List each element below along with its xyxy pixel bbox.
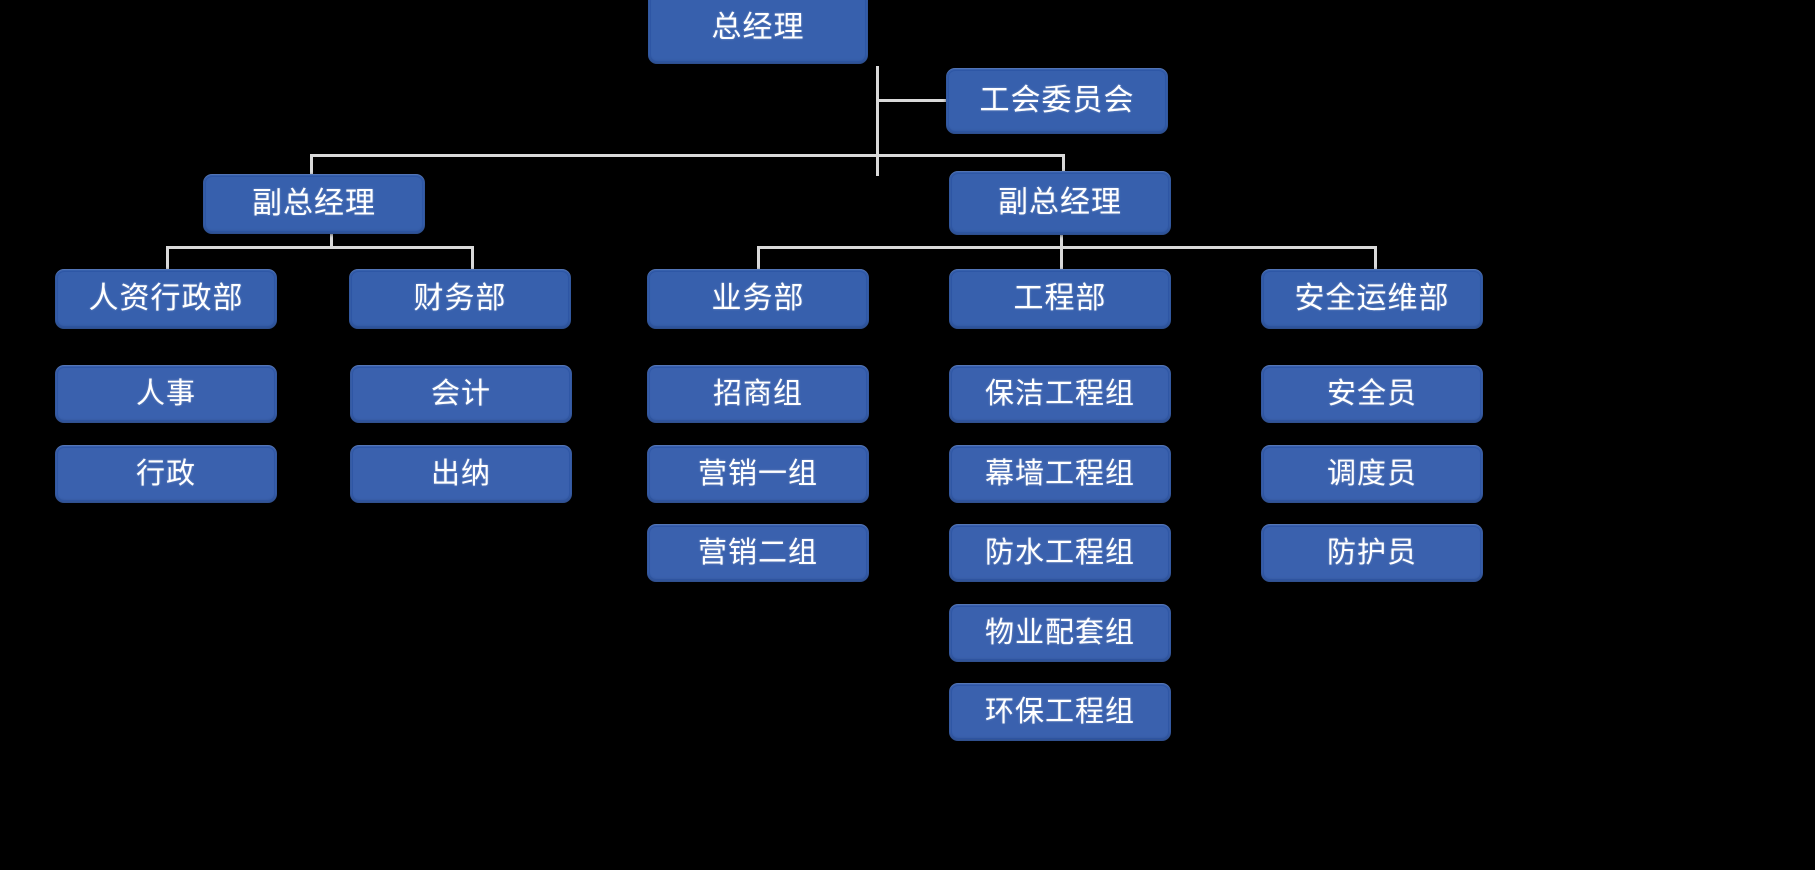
node-team-protection-officer[interactable]: 防护员 xyxy=(1261,524,1483,582)
node-vice-gm-left[interactable]: 副总经理 xyxy=(203,174,425,234)
node-team-cleaning[interactable]: 保洁工程组 xyxy=(949,365,1171,423)
connector-vp-left-down xyxy=(330,232,333,248)
node-team-personnel[interactable]: 人事 xyxy=(55,365,277,423)
node-label: 防水工程组 xyxy=(984,536,1135,569)
node-label: 总经理 xyxy=(711,11,805,44)
node-label: 财务部 xyxy=(413,282,507,315)
connector-gm-stem xyxy=(876,66,879,176)
node-team-property-support[interactable]: 物业配套组 xyxy=(949,604,1171,662)
node-team-environmental[interactable]: 环保工程组 xyxy=(949,683,1171,741)
node-team-accounting[interactable]: 会计 xyxy=(350,365,572,423)
connector-dept-bus-right xyxy=(757,246,1377,249)
node-label: 保洁工程组 xyxy=(984,377,1135,410)
node-label: 会计 xyxy=(430,377,491,410)
node-label: 安全员 xyxy=(1326,377,1417,410)
connector-drop-vp-right xyxy=(1062,154,1065,176)
connector-dept-bus-left xyxy=(166,246,474,249)
node-label: 营销一组 xyxy=(697,457,818,490)
node-label: 安全运维部 xyxy=(1294,282,1450,315)
node-department-business[interactable]: 业务部 xyxy=(647,269,869,329)
node-label: 工程部 xyxy=(1013,282,1107,315)
node-label: 招商组 xyxy=(712,377,803,410)
node-department-engineering[interactable]: 工程部 xyxy=(949,269,1171,329)
node-department-finance[interactable]: 财务部 xyxy=(349,269,571,329)
connector-drop-hr xyxy=(166,246,169,270)
node-label: 幕墙工程组 xyxy=(984,457,1135,490)
node-team-curtain-wall[interactable]: 幕墙工程组 xyxy=(949,445,1171,503)
node-label: 物业配套组 xyxy=(984,616,1135,649)
node-label: 防护员 xyxy=(1326,536,1417,569)
node-label: 出纳 xyxy=(430,457,491,490)
connector-drop-eng xyxy=(1060,246,1063,270)
node-label: 业务部 xyxy=(711,282,805,315)
node-label: 人资行政部 xyxy=(88,282,244,315)
node-team-dispatcher[interactable]: 调度员 xyxy=(1261,445,1483,503)
node-team-administration[interactable]: 行政 xyxy=(55,445,277,503)
node-union-committee[interactable]: 工会委员会 xyxy=(946,68,1168,134)
node-vice-gm-right[interactable]: 副总经理 xyxy=(949,171,1171,235)
node-team-marketing-2[interactable]: 营销二组 xyxy=(647,524,869,582)
connector-drop-safe xyxy=(1374,246,1377,270)
node-label: 调度员 xyxy=(1326,457,1417,490)
node-label: 行政 xyxy=(135,457,196,490)
node-department-hr-admin[interactable]: 人资行政部 xyxy=(55,269,277,329)
node-team-cashier[interactable]: 出纳 xyxy=(350,445,572,503)
node-general-manager[interactable]: 总经理 xyxy=(648,0,868,64)
connector-drop-biz xyxy=(757,246,760,270)
connector-vp-bus xyxy=(310,154,1065,157)
node-team-marketing-1[interactable]: 营销一组 xyxy=(647,445,869,503)
node-team-safety-officer[interactable]: 安全员 xyxy=(1261,365,1483,423)
node-department-safety-ops[interactable]: 安全运维部 xyxy=(1261,269,1483,329)
connector-vp-right-down xyxy=(1060,232,1063,248)
node-label: 副总经理 xyxy=(252,187,376,220)
connector-drop-fin xyxy=(471,246,474,270)
connector-gm-to-union xyxy=(876,99,948,102)
node-label: 人事 xyxy=(135,377,196,410)
node-label: 环保工程组 xyxy=(984,695,1135,728)
node-label: 营销二组 xyxy=(697,536,818,569)
node-team-waterproofing[interactable]: 防水工程组 xyxy=(949,524,1171,582)
node-label: 副总经理 xyxy=(998,186,1122,219)
node-team-investment[interactable]: 招商组 xyxy=(647,365,869,423)
connector-drop-vp-left xyxy=(310,154,313,176)
node-label: 工会委员会 xyxy=(979,84,1135,117)
